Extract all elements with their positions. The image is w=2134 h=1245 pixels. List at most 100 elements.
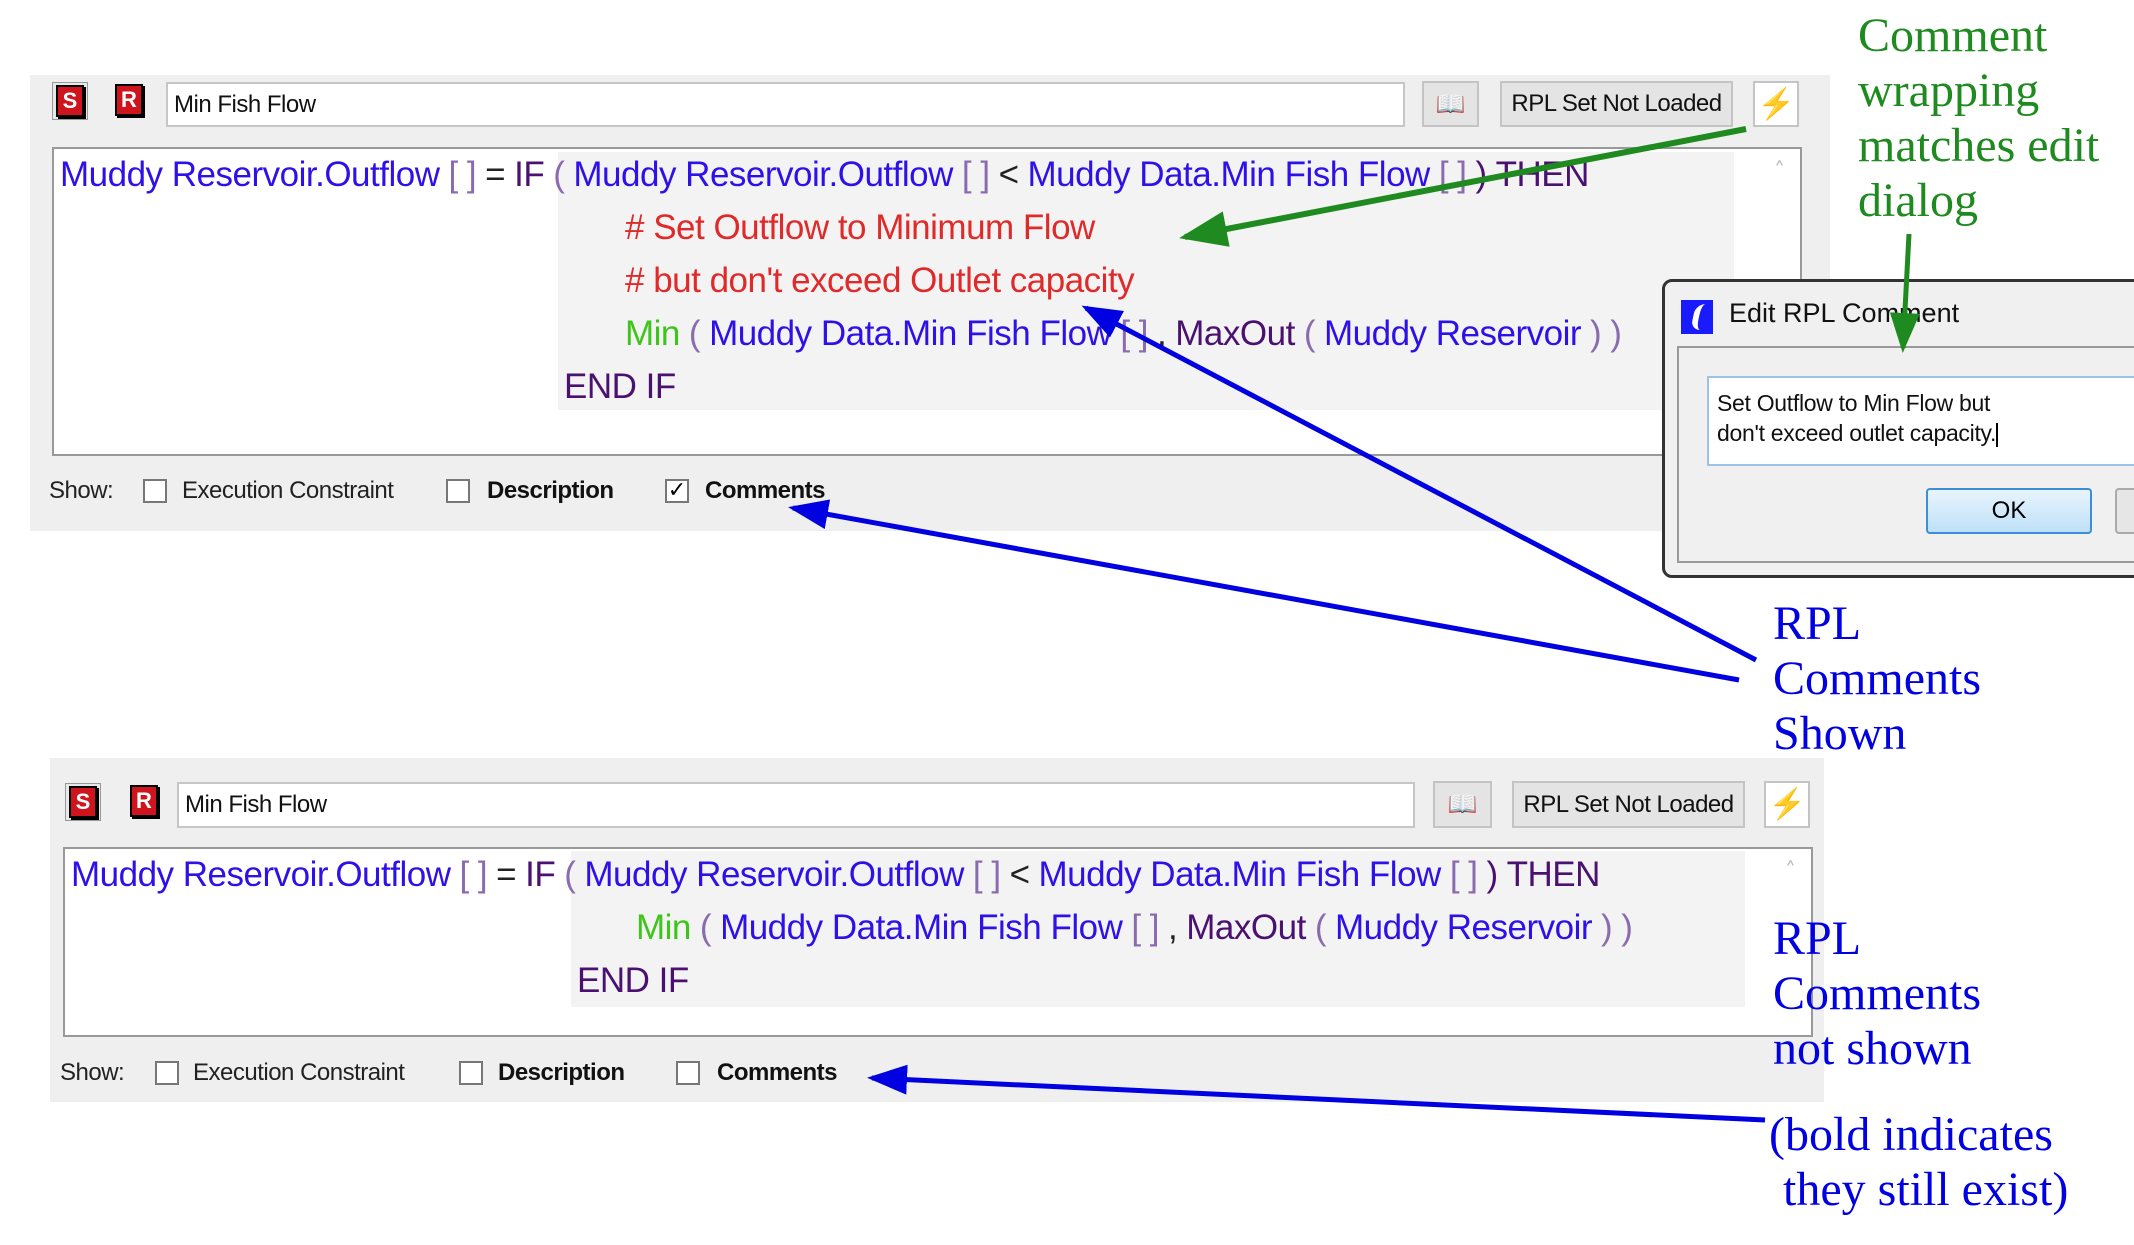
description-label: Description	[498, 1059, 625, 1086]
code-token-keyword: THEN	[1506, 855, 1601, 894]
show-label: Show:	[49, 477, 114, 504]
code-token-bracket: (	[553, 155, 565, 194]
code-token-function: MaxOut	[1175, 314, 1295, 353]
annotation-line: Comment	[1858, 9, 2048, 62]
rpl-set-button[interactable]: RPL Set Not Loaded	[1500, 81, 1733, 127]
code-line: Min(Muddy Data.Min Fish Flow[ ],MaxOut(M…	[625, 314, 1630, 354]
code-token-bracket: [ ]	[961, 155, 990, 194]
rule-panel-comments-hidden: S R Min Fish Flow 📖 RPL Set Not Loaded ⚡…	[50, 758, 1824, 1102]
code-token-keyword: THEN	[1495, 155, 1590, 194]
annotation-line: RPL	[1773, 597, 1862, 650]
annotation-line: they still exist)	[1783, 1163, 2069, 1216]
code-token-bracket: (	[688, 314, 701, 353]
code-token-operator: ,	[1157, 314, 1167, 353]
description-checkbox[interactable]	[446, 479, 470, 503]
code-token-variable: Muddy Data.Min Fish Flow	[1027, 155, 1431, 194]
code-line: END IF	[564, 367, 685, 407]
code-line: Muddy Reservoir.Outflow[ ]=IF(Muddy Rese…	[60, 155, 1598, 195]
code-token-function: MaxOut	[1186, 908, 1306, 947]
code-token-operator: =	[485, 155, 506, 194]
code-token-operator: =	[496, 855, 517, 894]
code-line: # but don't exceed Outlet capacity	[625, 261, 1143, 301]
cancel-button[interactable]	[2115, 488, 2134, 534]
rule-panel-comments-shown: S R Min Fish Flow 📖 RPL Set Not Loaded ⚡…	[30, 75, 1830, 531]
annotation-line: Shown	[1773, 707, 1907, 760]
annotation-line: RPL	[1773, 912, 1862, 965]
dialog-title: Edit RPL Comment	[1729, 298, 1960, 328]
code-line: END IF	[577, 961, 698, 1001]
comments-checkbox[interactable]: ✓	[665, 479, 689, 503]
code-token-keyword: )	[1475, 155, 1488, 194]
dialog-body: Set Outflow to Min Flow but don't exceed…	[1677, 346, 2134, 563]
arrow-to-comments-checkbox-checked	[788, 499, 1740, 683]
comments-checkbox[interactable]	[676, 1061, 700, 1085]
text-caret	[1996, 422, 1999, 447]
code-token-bracket: (	[1303, 314, 1316, 353]
scroll-up-icon[interactable]: ˄	[1785, 859, 1796, 884]
ok-button[interactable]: OK	[1926, 488, 2092, 534]
lightning-button[interactable]: ⚡	[1764, 781, 1810, 828]
comment-textarea[interactable]: Set Outflow to Min Flow but don't exceed…	[1707, 376, 2134, 466]
book-icon: 📖	[1447, 791, 1478, 818]
rpl-editor[interactable]: Muddy Reservoir.Outflow[ ]=IF(Muddy Rese…	[52, 147, 1802, 456]
description-checkbox[interactable]	[459, 1061, 483, 1085]
lightning-icon: ⚡	[1768, 788, 1806, 821]
s-icon[interactable]: S	[52, 82, 88, 120]
rule-name-input[interactable]: Min Fish Flow	[166, 82, 1405, 127]
scroll-up-icon[interactable]: ˄	[1774, 159, 1785, 184]
code-token-variable: Muddy Data.Min Fish Flow	[720, 908, 1123, 947]
annotation-line: dialog	[1858, 174, 1978, 227]
r-icon-label: R	[115, 84, 143, 116]
rule-name-input[interactable]: Min Fish Flow	[177, 782, 1415, 828]
code-token-bracket: )	[1601, 908, 1613, 947]
code-token-variable: Muddy Reservoir	[1323, 314, 1582, 353]
s-icon-label: S	[56, 85, 84, 117]
show-label: Show:	[60, 1059, 125, 1086]
annotation-line: wrapping	[1858, 64, 2040, 117]
code-token-variable: Muddy Reservoir.Outflow	[71, 855, 451, 894]
code-token-operator: <	[1009, 855, 1030, 894]
code-token-operator: ,	[1168, 908, 1178, 947]
annotation-comments-not-shown: RPL Comments not shown	[1773, 911, 1981, 1076]
code-token-variable: Muddy Data.Min Fish Flow	[709, 314, 1112, 353]
code-line: Muddy Reservoir.Outflow[ ]=IF(Muddy Rese…	[71, 855, 1609, 895]
code-token-bracket: [ ]	[459, 855, 488, 894]
code-token-keyword: IF	[514, 155, 545, 194]
code-token-keyword: END IF	[564, 367, 676, 406]
code-token-bracket: [ ]	[448, 155, 477, 194]
s-icon-label: S	[69, 786, 97, 818]
r-icon[interactable]: R	[112, 82, 146, 118]
annotation-line: Comments	[1773, 967, 1982, 1020]
execution-constraint-checkbox[interactable]	[155, 1061, 179, 1085]
code-token-bracket: [ ]	[1131, 908, 1160, 947]
execution-constraint-label: Execution Constraint	[193, 1059, 405, 1086]
s-icon[interactable]: S	[65, 783, 101, 821]
code-token-keyword: )	[1486, 855, 1499, 894]
code-token-comment: # Set Outflow to Minimum Flow	[625, 208, 1095, 247]
annotation-line: Comments	[1773, 652, 1982, 705]
annotation-line: (bold indicates	[1769, 1108, 2053, 1161]
comments-label: Comments	[705, 477, 826, 504]
r-icon[interactable]: R	[127, 783, 161, 819]
if-block-background	[571, 851, 1745, 1007]
annotation-comments-shown: RPL Comments Shown	[1773, 596, 1981, 761]
code-token-variable: Muddy Reservoir	[1334, 908, 1593, 947]
code-token-bracket: [ ]	[1438, 155, 1467, 194]
book-button[interactable]: 📖	[1433, 781, 1492, 828]
edit-rpl-comment-dialog: Edit RPL Comment Set Outflow to Min Flow…	[1662, 279, 2134, 578]
book-icon: 📖	[1435, 90, 1466, 118]
code-token-bracket: )	[1621, 908, 1633, 947]
rpl-editor[interactable]: Muddy Reservoir.Outflow[ ]=IF(Muddy Rese…	[63, 847, 1813, 1037]
code-token-keyword: IF	[525, 855, 556, 894]
rpl-set-button[interactable]: RPL Set Not Loaded	[1512, 781, 1745, 828]
execution-constraint-checkbox[interactable]	[143, 479, 167, 503]
lightning-icon: ⚡	[1757, 87, 1795, 121]
code-token-bracket: )	[1590, 314, 1602, 353]
code-token-variable: Muddy Data.Min Fish Flow	[1038, 855, 1442, 894]
comments-label: Comments	[717, 1059, 838, 1086]
book-button[interactable]: 📖	[1422, 81, 1479, 127]
annotation-line: not shown	[1773, 1022, 1972, 1075]
code-line: Min(Muddy Data.Min Fish Flow[ ],MaxOut(M…	[636, 908, 1641, 948]
scrollbar[interactable]: ˄	[1773, 849, 1811, 1035]
lightning-button[interactable]: ⚡	[1753, 81, 1799, 127]
